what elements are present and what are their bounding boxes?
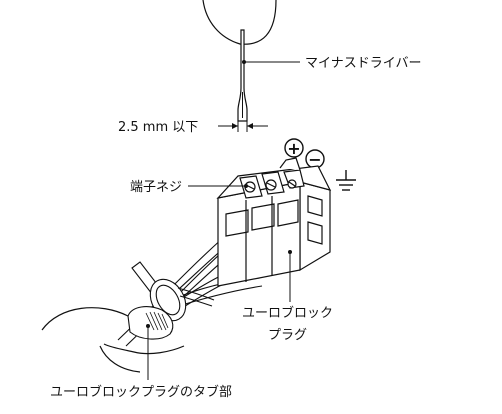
positive-sign: + <box>287 139 300 158</box>
plug-tab <box>127 306 174 340</box>
plug-leader-dot <box>288 250 292 254</box>
plug-tab-label: ユーロブロックプラグのタブ部 <box>50 384 232 400</box>
ground-icon <box>336 170 356 191</box>
hand-outline <box>202 0 277 45</box>
blade-width-dimension <box>218 118 268 132</box>
blade-width-label: 2.5 mm 以下 <box>118 120 198 135</box>
terminal-screw-label: 端子ネジ <box>130 180 182 195</box>
plug-label-line2: プラグ <box>268 328 307 343</box>
screwdriver-leader-dot <box>242 60 246 64</box>
positive-symbol: + <box>284 138 304 158</box>
euroblock-plug <box>216 157 332 287</box>
screwdriver-label: マイナスドライバー <box>305 56 421 71</box>
lower-hand-outline <box>41 307 185 373</box>
negative-sign: − <box>308 150 321 169</box>
screwdriver-tip-shading <box>242 92 243 118</box>
terminal-screw-leader-dot <box>244 184 248 188</box>
plug-label-line1: ユーロブロック <box>242 305 333 321</box>
plug-tab-leader-dot <box>146 324 150 328</box>
